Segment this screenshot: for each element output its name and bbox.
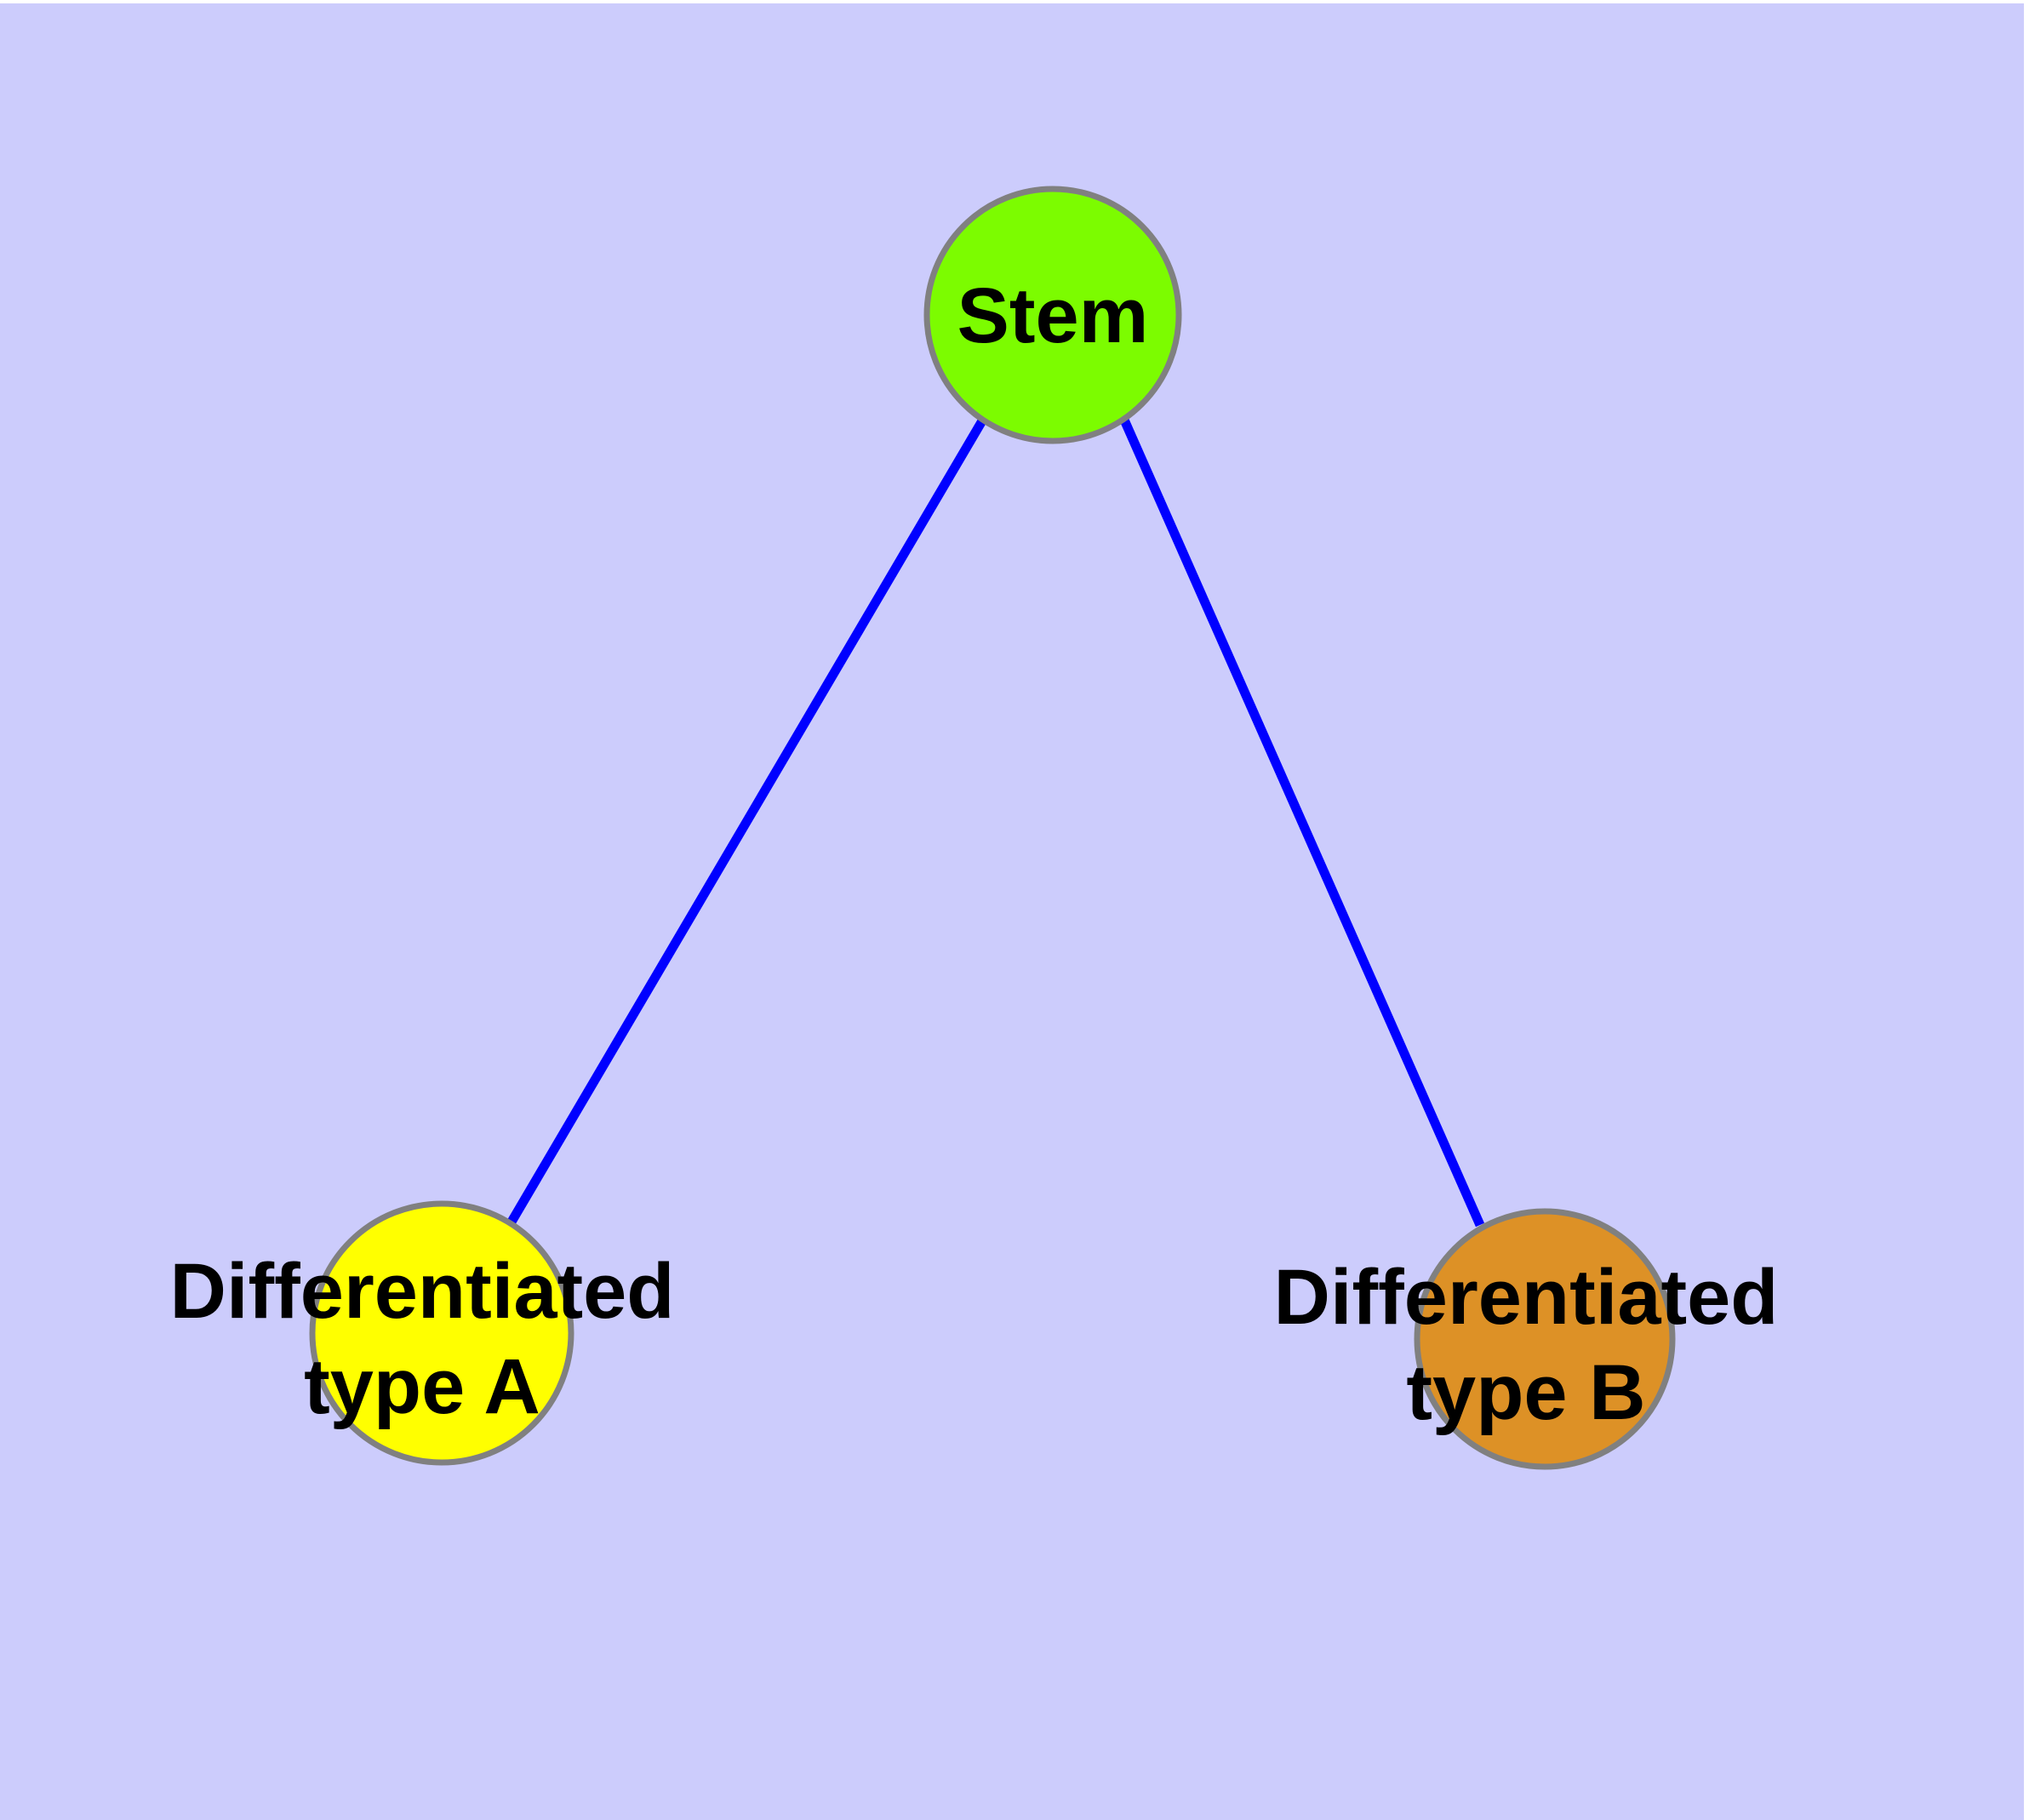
node-differentiated-type-b[interactable]: Differentiated type B (1274, 1208, 1779, 1470)
node-differentiated-type-a-circle[interactable] (309, 1200, 574, 1466)
node-differentiated-type-a[interactable]: Differentiated type A (170, 1200, 675, 1466)
edge-stem-to-differentiated-type-a[interactable] (506, 415, 988, 1226)
node-differentiated-type-b-label-line-1: Differentiated (1274, 1254, 1779, 1341)
graph-background: Stem Differentiated type A Differentiate… (0, 3, 2024, 1820)
node-differentiated-type-b-label-line-2: type B (1406, 1349, 1645, 1436)
node-layer: Stem Differentiated type A Differentiate… (170, 186, 1779, 1470)
edge-layer (506, 415, 1485, 1228)
node-stem-label-line-1: Stem (957, 272, 1149, 359)
node-stem-circle[interactable] (923, 186, 1182, 444)
node-differentiated-type-a-label-line-2: type A (304, 1343, 540, 1430)
node-stem[interactable]: Stem (923, 186, 1182, 444)
node-differentiated-type-a-label-line-1: Differentiated (170, 1248, 675, 1335)
graph-svg: Stem Differentiated type A Differentiate… (170, 186, 1779, 1470)
edge-stem-to-differentiated-type-b[interactable] (1118, 415, 1485, 1228)
node-differentiated-type-b-circle[interactable] (1414, 1208, 1676, 1470)
